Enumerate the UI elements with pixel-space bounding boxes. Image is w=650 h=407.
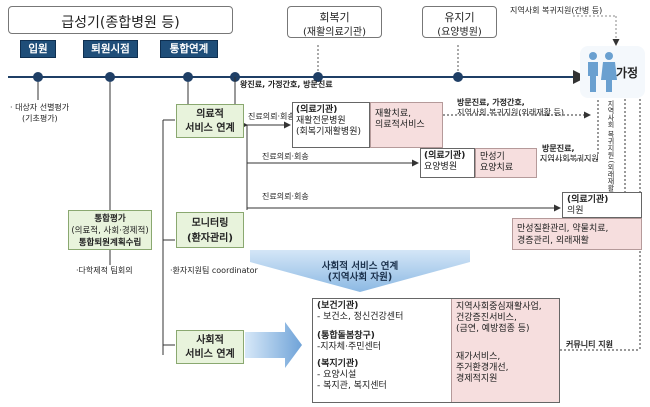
nursing-org: (의료기관)	[424, 151, 466, 161]
clinic-org: (의료기관)	[567, 195, 609, 205]
window-list: -지자체·주민센터	[317, 342, 382, 352]
monitoring-line2: (환자관리)	[187, 233, 233, 244]
phase-maintenance-title: 유지기	[444, 11, 475, 24]
service-a2: 건강증진서비스,	[456, 313, 517, 323]
medical-link-line1: 의료적	[196, 109, 224, 120]
tag-admission: 입원	[20, 40, 56, 58]
target-eval-line2: (기초평가)	[22, 114, 58, 123]
consult-label-3: 진료의뢰·회송	[262, 192, 309, 201]
phase-recovery-title: 회복기	[319, 11, 350, 24]
health-list: - 보건소, 정신건강센터	[317, 312, 404, 322]
target-eval-line1: · 대상자 선별평가	[10, 103, 70, 112]
family-people-icon	[588, 52, 617, 92]
clinic-box: (의료기관) 의원	[562, 192, 642, 218]
nursing-service2: 요양치료	[480, 163, 514, 173]
medical-link-box: 의료적 서비스 연계	[176, 104, 244, 138]
family-node: 가정	[580, 46, 645, 98]
nursing-name: 요양병원	[424, 162, 458, 172]
social-services-column: 지역사회중심재활사업, 건강증진서비스, (금연, 예방접종 등) 재가서비스,…	[451, 299, 559, 402]
visit-label-1b: 지역사회 복귀지원(외래재활 등)	[457, 108, 565, 117]
phase-acute-label: 급성기(종합병원 등)	[61, 15, 180, 31]
clinic-name: 의원	[567, 206, 584, 216]
clinic-service2: 경증관리, 외래재활	[517, 236, 589, 246]
social-link-line1: 사회적	[196, 335, 224, 346]
social-banner-line1: 사회적 서비스 연계	[321, 261, 399, 272]
rehab-service2: 의료적서비스	[375, 120, 425, 130]
nursing-hospital-box: (의료기관) 요양병원	[420, 148, 475, 178]
service-a3: (금연, 예방접종 등)	[456, 324, 530, 334]
phase-acute: 급성기(종합병원 등)	[8, 6, 233, 34]
coordinator-label: ·환자지원팀 coordinator	[170, 266, 258, 275]
monitoring-line1: 모니터링	[191, 218, 229, 229]
phase-recovery-sub: (재활의료기관)	[302, 27, 366, 38]
top-flow-label: 왕진료, 가정간호, 방문진료	[240, 80, 333, 89]
social-link-box: 사회적 서비스 연계	[176, 330, 244, 364]
social-service-box: (보건기관) - 보건소, 정신건강센터 (통합돌봄창구) -지자체·주민센터 …	[312, 298, 560, 403]
rehab-org: (의료기관)	[296, 105, 338, 115]
medical-link-line2: 서비스 연계	[185, 123, 235, 134]
welfare-list2: - 복지관, 복지센터	[317, 381, 387, 391]
rehab-service-box: 재활치료, 의료적서비스	[370, 102, 443, 148]
service-b3: 경제적지원	[456, 374, 498, 384]
phase-recovery: 회복기 (재활의료기관)	[287, 6, 382, 38]
nursing-service-box: 만성기 요양치료	[475, 148, 537, 178]
phase-maintenance-sub: (요양병원)	[437, 27, 482, 38]
integrated-eval-sub: (의료적, 사회·경제적)	[71, 226, 149, 236]
rehab-service1: 재활치료,	[375, 109, 411, 119]
integrated-eval-title: 통합평가	[94, 214, 126, 224]
right-vertical-label: 지역사회 복귀지원 (외래재활 등)	[607, 100, 615, 204]
window-org: (통합돌봄창구)	[317, 331, 375, 341]
consult-label-2: 진료의뢰·회송	[262, 152, 309, 161]
consult-label-1: 진료의뢰·회송	[248, 112, 295, 121]
team-meeting-label: ·다학제적 팀회의	[76, 266, 133, 275]
visit-label-2a: 방문진료,	[542, 144, 575, 153]
family-label: 가정	[616, 66, 639, 80]
tag-discharge-time: 퇴원시점	[83, 40, 138, 58]
tag-integrated-link: 통합연계	[160, 40, 218, 58]
social-link-line2: 서비스 연계	[185, 349, 235, 360]
integrated-eval-box: 통합평가 (의료적, 사회·경제적) 통합퇴원계획수립	[68, 210, 152, 250]
social-orgs-column: (보건기관) - 보건소, 정신건강센터 (통합돌봄창구) -지자체·주민센터 …	[317, 301, 447, 392]
visit-label-1a: 방문진료, 가정간호,	[457, 98, 525, 107]
social-banner-line2: (지역사회 자원)	[327, 272, 393, 283]
community-support-label: 지역사회 복귀지원(간병 등)	[510, 6, 603, 15]
rehab-name1: 재활전문병원	[296, 116, 346, 126]
service-b2: 주거환경개선,	[456, 363, 509, 373]
monitoring-box: 모니터링 (환자관리)	[176, 212, 244, 248]
welfare-list1: - 요양시설	[317, 370, 357, 380]
clinic-service1: 만성질환관리, 약물치료,	[517, 224, 609, 234]
integrated-eval-plan: 통합퇴원계획수립	[78, 238, 142, 248]
community-support-flow-label: 커뮤니티 지원	[566, 340, 613, 349]
welfare-org: (복지기관)	[317, 359, 359, 369]
service-b1: 재가서비스,	[456, 352, 501, 362]
social-banner: 사회적 서비스 연계 (지역사회 자원)	[290, 261, 430, 283]
rehab-name2: (회복기재활병원)	[296, 127, 361, 137]
phase-maintenance: 유지기 (요양병원)	[422, 6, 497, 38]
nursing-service1: 만성기	[480, 152, 505, 162]
rehab-hospital-box: (의료기관) 재활전문병원 (회복기재활병원)	[292, 102, 370, 148]
clinic-service-box: 만성질환관리, 약물치료, 경증관리, 외래재활	[512, 218, 642, 250]
visit-label-2b: 지역사회복귀지원	[540, 154, 599, 163]
service-a1: 지역사회중심재활사업,	[456, 302, 542, 312]
health-org: (보건기관)	[317, 301, 359, 311]
